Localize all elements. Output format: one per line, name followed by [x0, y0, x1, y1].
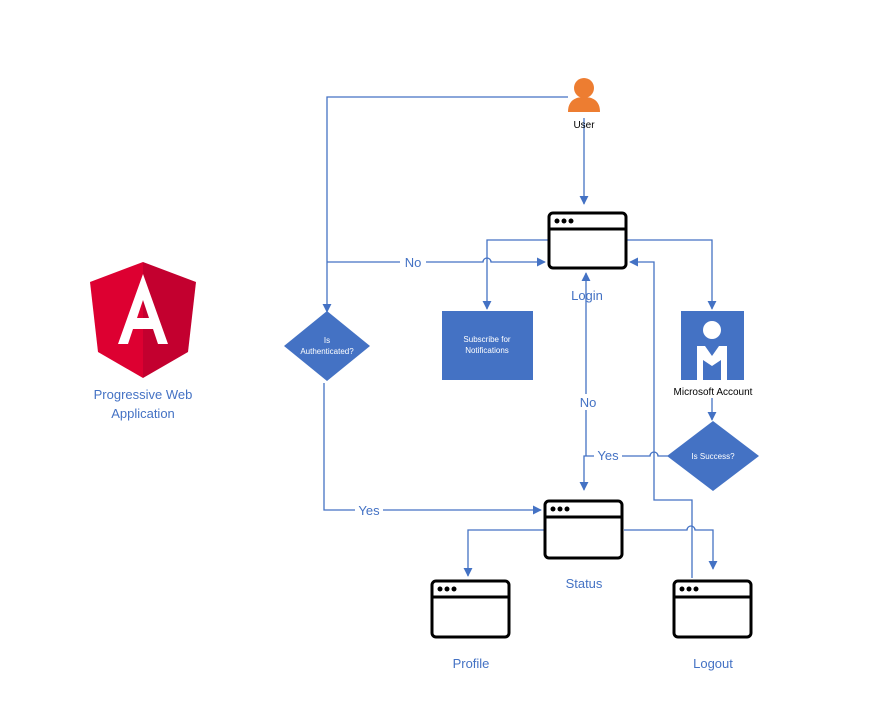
connectors — [322, 96, 718, 578]
login-label: Login — [571, 288, 603, 303]
profile-window-icon — [430, 579, 511, 639]
subscribe-node: Subscribe for Notifications — [442, 311, 533, 380]
logout-node: Logout — [672, 579, 753, 671]
edge-isauth-no-login — [327, 257, 546, 267]
subscribe-label-line2: Notifications — [465, 346, 509, 355]
edge-label-auth-yes: Yes — [358, 503, 380, 518]
login-node: Login — [547, 211, 628, 303]
edge-user-isauth — [322, 96, 568, 313]
subscribe-label-line1: Subscribe for — [463, 335, 510, 344]
is-authenticated-node: Is Authenticated? — [284, 311, 370, 381]
profile-label: Profile — [453, 656, 490, 671]
edge-status-profile — [463, 529, 545, 577]
edge-status-logout — [624, 525, 718, 570]
edge-label-auth-no: No — [405, 255, 422, 270]
profile-node: Profile — [430, 579, 511, 671]
person-icon — [568, 78, 600, 112]
edge-login-subscribe — [482, 239, 548, 310]
account-icon — [681, 311, 744, 380]
login-window-icon — [547, 211, 628, 270]
logout-label: Logout — [693, 656, 733, 671]
app-label-line2: Application — [111, 406, 175, 421]
edge-isauth-yes-status — [323, 383, 542, 515]
user-node: User — [568, 78, 600, 131]
status-window-icon — [543, 499, 624, 560]
is-success-node: Is Success? — [667, 421, 759, 491]
is-success-label: Is Success? — [691, 452, 735, 461]
user-label: User — [573, 120, 595, 131]
angular-logo-icon — [90, 262, 196, 378]
logout-window-icon — [672, 579, 753, 639]
edge-label-success-yes: Yes — [597, 448, 619, 463]
status-node: Status — [543, 499, 624, 591]
is-authenticated-label-line2: Authenticated? — [300, 347, 354, 356]
microsoft-account-node: Microsoft Account — [674, 311, 753, 398]
edge-login-msaccount — [627, 239, 717, 310]
microsoft-account-label: Microsoft Account — [674, 387, 753, 398]
edge-logout-login — [629, 257, 693, 578]
status-label: Status — [566, 576, 603, 591]
edge-issuccess-yes-status — [579, 451, 668, 491]
app-label-line1: Progressive Web — [94, 387, 193, 402]
is-authenticated-label-line1: Is — [324, 336, 330, 345]
edge-label-success-no: No — [580, 395, 597, 410]
